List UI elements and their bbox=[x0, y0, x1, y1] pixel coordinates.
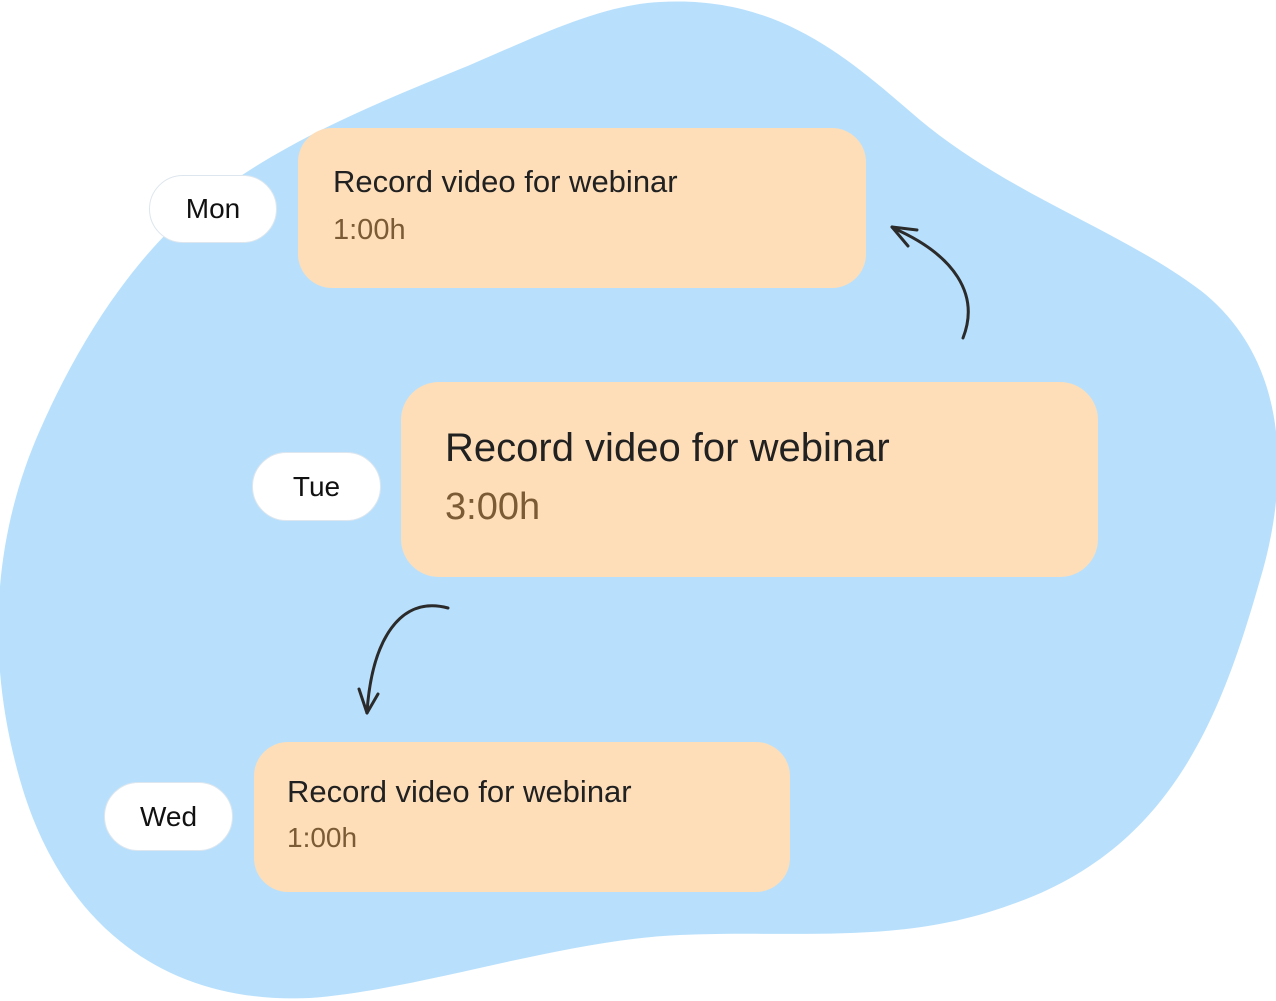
task-duration: 1:00h bbox=[287, 822, 358, 853]
day-label: Wed bbox=[139, 800, 198, 832]
day-pill-wed[interactable]: Wed bbox=[104, 782, 233, 851]
task-title: Record video for webinar bbox=[333, 164, 678, 199]
task-card-mon[interactable]: Record video for webinar 1:00h bbox=[298, 128, 866, 288]
task-card-tue[interactable]: Record video for webinar 3:00h bbox=[401, 382, 1098, 577]
task-title: Record video for webinar bbox=[287, 774, 632, 809]
task-title: Record video for webinar bbox=[445, 426, 890, 470]
task-card-wed[interactable]: Record video for webinar 1:00h bbox=[254, 742, 790, 892]
day-label: Mon bbox=[185, 193, 241, 224]
day-label: Tue bbox=[292, 470, 341, 502]
day-pill-mon[interactable]: Mon bbox=[149, 175, 277, 243]
day-pill-tue[interactable]: Tue bbox=[252, 452, 381, 521]
task-duration: 1:00h bbox=[333, 214, 406, 246]
task-duration: 3:00h bbox=[445, 486, 541, 528]
